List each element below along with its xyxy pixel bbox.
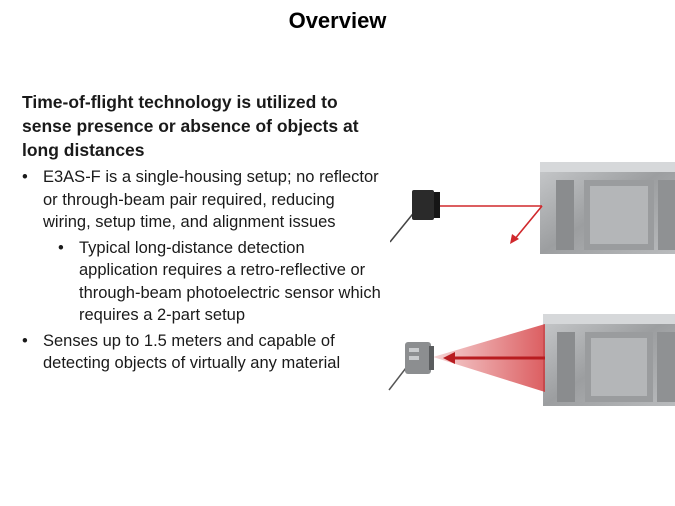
bullet-dot: • (22, 168, 28, 186)
laser-beam (440, 205, 543, 244)
bullet-item: • Senses up to 1.5 meters and capable of… (22, 330, 382, 375)
metal-block (540, 162, 675, 254)
bullet-item: • E3AS-F is a single-housing setup; no r… (22, 166, 382, 234)
red-cone-beam (433, 324, 545, 392)
sensor-cone-figure (388, 314, 675, 406)
bullet-text: E3AS-F is a single-housing setup; no ref… (43, 168, 379, 231)
sub-bullet-item: • Typical long-distance detection applic… (22, 237, 382, 327)
photoelectric-sensor-icon (388, 342, 434, 391)
bullet-text: Senses up to 1.5 meters and capable of d… (43, 331, 341, 373)
sensor-beam-figure (390, 162, 675, 254)
bullet-text: Typical long-distance detection applicat… (79, 238, 381, 325)
bullet-dot: • (22, 331, 28, 350)
bullet-dot: • (58, 238, 64, 257)
metal-block (543, 314, 675, 406)
laser-sensor-icon (390, 190, 440, 243)
slide-title: Overview (288, 8, 387, 33)
text-content: Time-of-flight technology is utilized to… (22, 90, 382, 378)
lead-paragraph: Time-of-flight technology is utilized to… (22, 92, 359, 160)
